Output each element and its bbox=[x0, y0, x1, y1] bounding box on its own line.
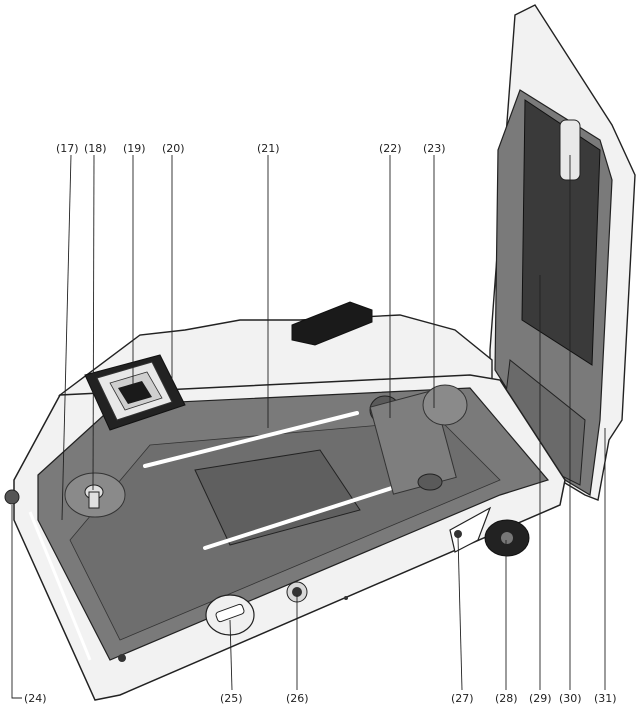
film-rail-edge-left bbox=[28, 511, 92, 661]
camera-back-door bbox=[489, 4, 636, 501]
callout-29: (29) bbox=[529, 692, 552, 705]
strap-lug bbox=[4, 489, 20, 505]
callout-22: (22) bbox=[379, 142, 402, 155]
callout-31: (31) bbox=[594, 692, 617, 705]
body-screw bbox=[118, 654, 126, 662]
callout-27: (27) bbox=[451, 692, 474, 705]
callout-24: (24) bbox=[24, 692, 47, 705]
callout-25: (25) bbox=[220, 692, 243, 705]
motor-drive-coupler bbox=[484, 519, 530, 557]
sprocket-drum bbox=[422, 384, 468, 426]
callout-20: (20) bbox=[162, 142, 185, 155]
film-rail-upper bbox=[143, 411, 359, 468]
body-screw bbox=[344, 596, 348, 600]
callout-lines bbox=[11, 154, 606, 699]
callout-30: (30) bbox=[559, 692, 582, 705]
callout-23: (23) bbox=[423, 142, 446, 155]
dx-contact-window bbox=[84, 354, 186, 431]
rewind-release-button bbox=[449, 506, 492, 553]
shutter-button-block bbox=[291, 301, 373, 346]
film-rewind-fork bbox=[84, 484, 104, 509]
callout-19: (19) bbox=[123, 142, 146, 155]
callout-28: (28) bbox=[495, 692, 518, 705]
callout-18: (18) bbox=[84, 142, 107, 155]
callout-21: (21) bbox=[257, 142, 280, 155]
callout-26: (26) bbox=[286, 692, 309, 705]
callout-17: (17) bbox=[56, 142, 79, 155]
film-rail-lower bbox=[203, 485, 397, 550]
film-gate bbox=[194, 449, 361, 546]
